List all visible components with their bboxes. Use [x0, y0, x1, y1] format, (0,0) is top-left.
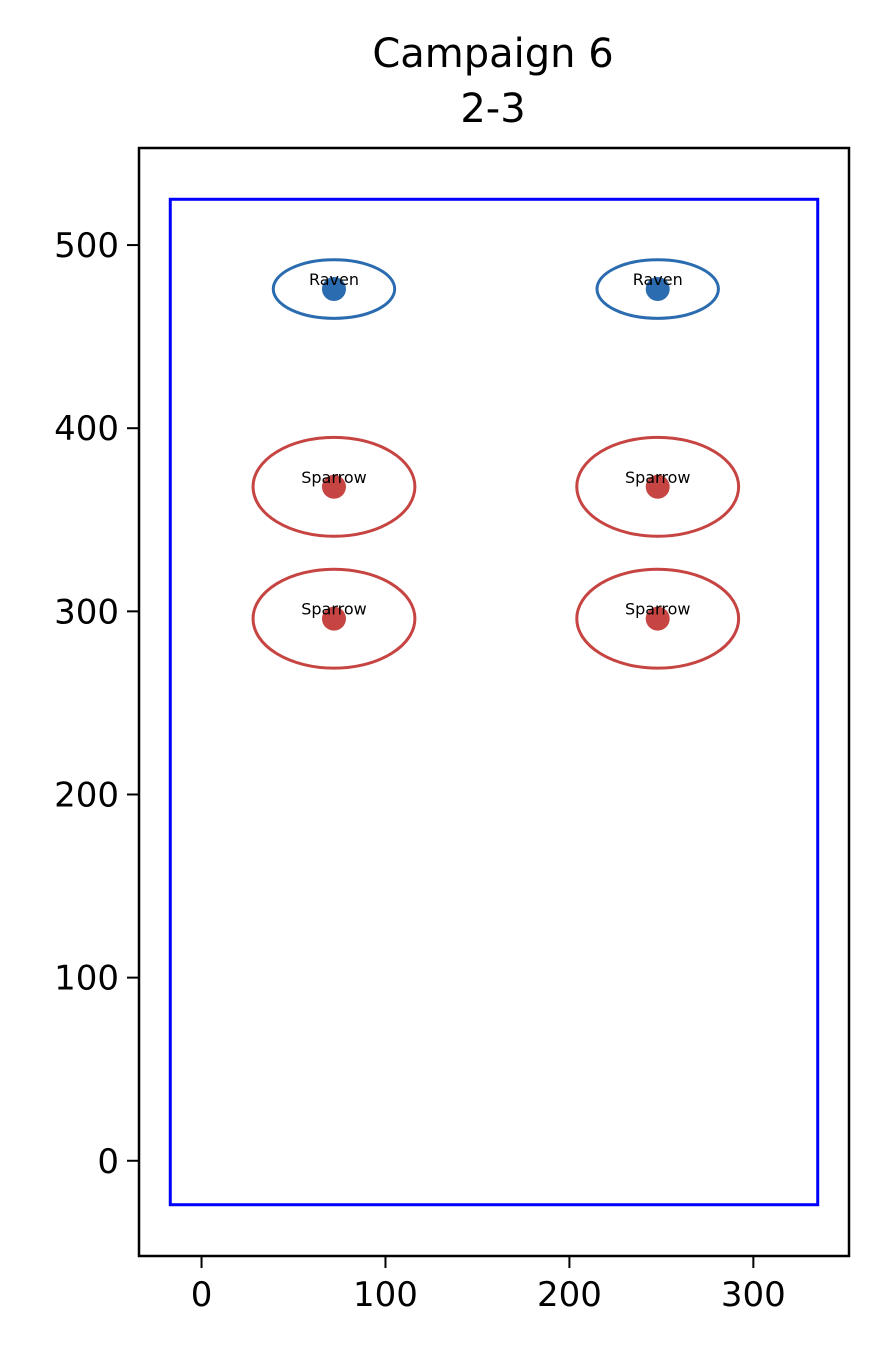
unit-range-ellipse	[595, 258, 720, 320]
unit-range-ellipse	[251, 567, 417, 670]
unit-range-ellipse	[251, 435, 417, 538]
y-tick-label: 200	[54, 775, 119, 815]
unit-label: Sparrow	[301, 468, 367, 487]
unit-range-ellipse	[575, 435, 741, 538]
chart-subtitle: 2-3	[460, 86, 525, 132]
unit-point	[321, 474, 346, 499]
unit-range-ellipse	[575, 567, 741, 670]
axes-frame	[137, 146, 851, 1258]
y-tick-label: 400	[54, 409, 119, 449]
y-tick-label: 0	[97, 1142, 119, 1182]
unit-point	[321, 606, 346, 631]
unit-label: Raven	[309, 270, 359, 289]
x-tick-label: 300	[721, 1275, 786, 1315]
unit-label: Sparrow	[625, 600, 691, 619]
chart-title: Campaign 6	[372, 31, 613, 77]
unit-point	[645, 474, 670, 499]
boundary-rect	[168, 197, 820, 1207]
x-tick-label: 0	[191, 1275, 213, 1315]
unit-point	[645, 606, 670, 631]
y-tick-label: 300	[54, 592, 119, 632]
y-tick-label: 500	[54, 226, 119, 266]
unit-range-ellipse	[271, 258, 397, 320]
y-tick-label: 100	[54, 959, 119, 999]
x-tick-label: 100	[353, 1275, 418, 1315]
unit-label: Sparrow	[625, 468, 691, 487]
x-tick-label: 200	[537, 1275, 602, 1315]
unit-label: Sparrow	[301, 600, 367, 619]
unit-label: Raven	[633, 270, 683, 289]
unit-point	[645, 277, 670, 302]
unit-point	[321, 277, 346, 302]
